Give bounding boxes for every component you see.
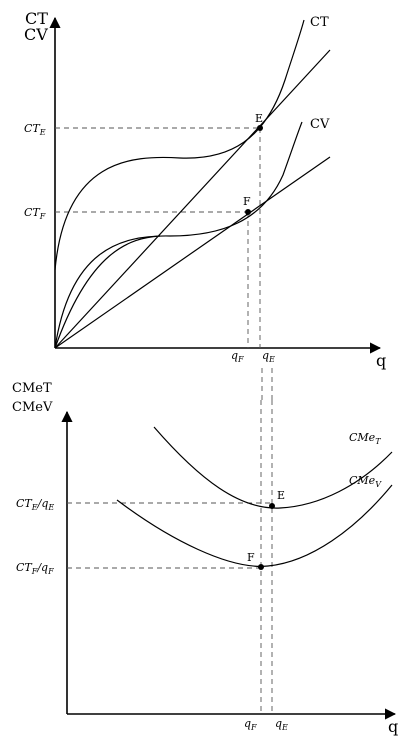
curve-cmev-label: CMeV	[349, 474, 382, 489]
tick-qe-top: qE	[262, 349, 275, 364]
bottom-panel: CMeT CMeV q E F CMeT CMeV CTE/qE CTF/qF	[12, 381, 398, 736]
point-f-bottom	[258, 564, 264, 570]
tick-ctf: CTF	[24, 206, 46, 221]
curve-cv-lower	[54, 235, 161, 349]
point-e	[257, 125, 263, 131]
curve-cmet-label: CMeT	[349, 431, 381, 446]
tick-cte-qe: CTE/qE	[16, 497, 54, 512]
curve-cv	[54, 121, 303, 349]
point-e-bottom-label: E	[277, 489, 285, 502]
point-e-label: E	[255, 112, 263, 125]
curve-ct-label: CT	[310, 15, 329, 30]
tick-qe-bottom: qE	[275, 717, 288, 732]
bottom-x-axis-label: q	[388, 717, 398, 736]
point-f	[245, 209, 251, 215]
tick-qf-top: qF	[231, 349, 244, 364]
curve-cv-label: CV	[310, 117, 330, 132]
curve-cmev	[116, 484, 393, 567]
ray-to-e	[54, 49, 331, 349]
bottom-y-axis-label-cmet: CMeT	[12, 381, 52, 396]
point-f-bottom-label: F	[247, 551, 255, 564]
point-e-bottom	[269, 503, 275, 509]
curve-cmet	[153, 426, 393, 509]
top-panel: CT CV q E F CT CV CTE CTF	[24, 9, 386, 370]
top-x-axis-label: q	[376, 351, 386, 370]
tick-ctf-qf: CTF/qF	[16, 561, 54, 576]
top-y-axis-label-cv: CV	[24, 25, 48, 44]
tick-qf-bottom: qF	[244, 717, 257, 732]
ray-to-f	[54, 156, 331, 349]
bottom-y-axis-label-cmev: CMeV	[12, 400, 53, 415]
tick-cte: CTE	[24, 122, 46, 137]
point-f-label: F	[243, 195, 251, 208]
top-y-axis-label-ct: CT	[25, 9, 48, 28]
curve-ct	[54, 19, 305, 271]
